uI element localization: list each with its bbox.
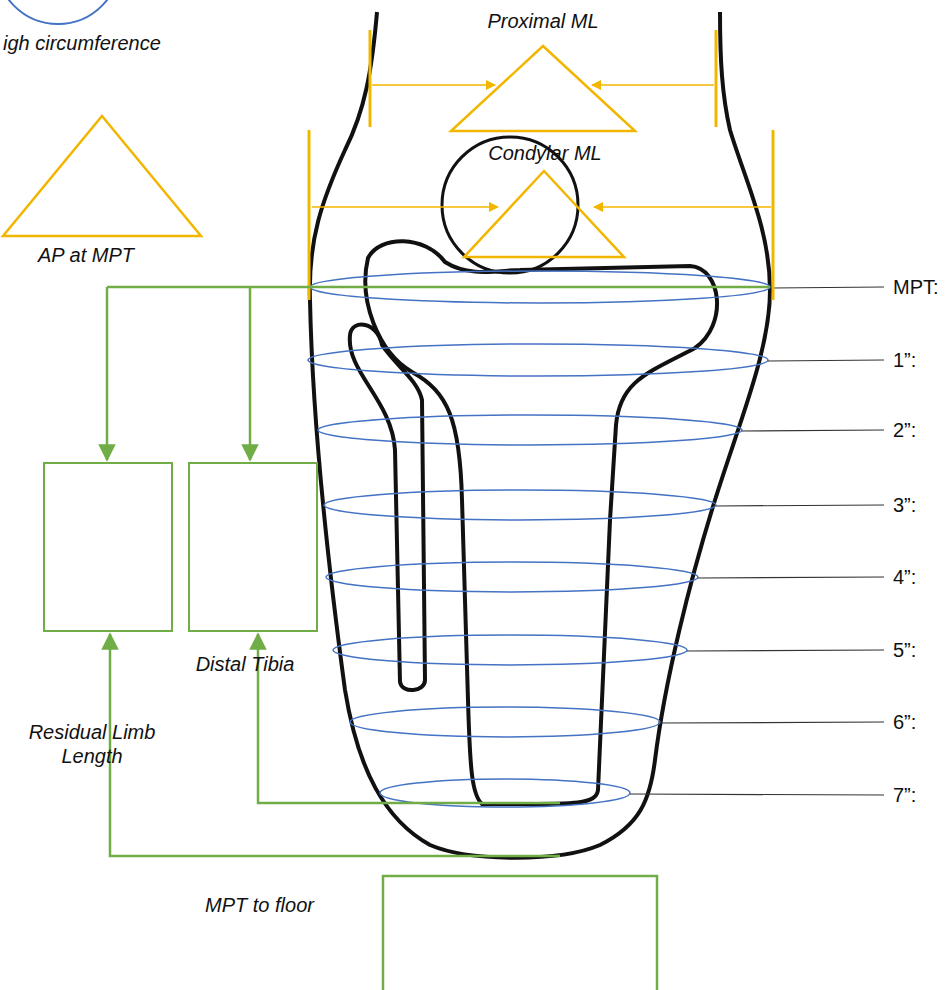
node-label: AP at MPT	[38, 243, 134, 267]
ring	[326, 562, 698, 592]
measure-box: Distal Tibia	[188, 462, 318, 632]
measure-box: Residual Limb Length	[43, 462, 173, 632]
node-label: Proximal ML	[487, 9, 598, 33]
ml-triangle: Condylar ML	[463, 170, 625, 258]
circumference-circle: igh circumference	[0, 0, 121, 25]
leader-line	[630, 794, 884, 795]
rect-outline	[44, 463, 172, 631]
leader-line	[772, 287, 884, 288]
ml-calipers	[309, 30, 773, 300]
ap-triangle-outline	[2, 115, 202, 237]
triangle-outline	[451, 46, 635, 131]
circumference-circle-outline	[0, 0, 121, 25]
level-label: MPT:	[893, 277, 939, 297]
caliper-bar	[772, 130, 775, 300]
circle-outline	[0, 0, 120, 24]
leader-line	[768, 360, 884, 361]
ring	[318, 415, 742, 445]
ring	[308, 344, 768, 376]
node-label: Distal Tibia	[196, 652, 295, 676]
caliper-bar	[715, 30, 718, 127]
measure-box-outline	[43, 462, 173, 632]
level-leaders	[630, 287, 884, 795]
node-label: Residual Limb Length	[17, 720, 167, 768]
mpt-line	[107, 286, 770, 289]
level-label: 4”:	[893, 567, 916, 587]
ring	[333, 635, 687, 665]
leader-line	[716, 505, 884, 506]
length-arrow	[110, 634, 560, 856]
length-lines	[107, 287, 770, 856]
ml-triangle: Proximal ML	[450, 45, 636, 132]
level-label: 5”:	[893, 640, 916, 660]
ring	[324, 490, 716, 520]
measure-box-outline	[382, 875, 658, 990]
level-label: 6”:	[893, 712, 916, 732]
leader-line	[687, 650, 884, 651]
node-label: igh circumference	[3, 31, 161, 55]
caliper-bar	[308, 130, 311, 300]
triangle-outline	[3, 116, 201, 236]
node-label: MPT to floor	[205, 893, 314, 917]
rect-outline	[189, 463, 317, 631]
level-label: 3”:	[893, 495, 916, 515]
length-arrow	[106, 287, 109, 460]
circumference-rings	[308, 271, 770, 807]
level-label: 2”:	[893, 420, 916, 440]
limb-outline	[310, 12, 770, 858]
level-label: 1”:	[893, 350, 916, 370]
length-arrow	[249, 287, 252, 460]
tibia	[365, 241, 717, 804]
leader-line	[698, 577, 884, 578]
ml-triangle-outline	[450, 45, 636, 132]
ml-triangle-outline	[463, 170, 625, 258]
node-label: Condylar ML	[488, 141, 601, 165]
ring	[350, 707, 660, 737]
leader-line	[742, 430, 884, 431]
caliper-arrow	[592, 84, 714, 86]
length-arrow	[258, 634, 560, 803]
fibula	[350, 325, 425, 691]
caliper-arrow	[312, 206, 498, 208]
caliper-arrow	[594, 206, 771, 208]
leader-line	[660, 722, 884, 723]
rect-outline	[383, 876, 657, 990]
caliper-arrow	[372, 84, 495, 86]
ap-triangle: AP at MPT	[2, 115, 202, 237]
triangle-outline	[464, 171, 624, 257]
caliper-bar	[369, 30, 372, 127]
measure-box: MPT to floor	[382, 875, 658, 990]
ml-arrows	[312, 85, 771, 207]
level-label: 7”:	[893, 785, 916, 805]
measure-box-outline	[188, 462, 318, 632]
